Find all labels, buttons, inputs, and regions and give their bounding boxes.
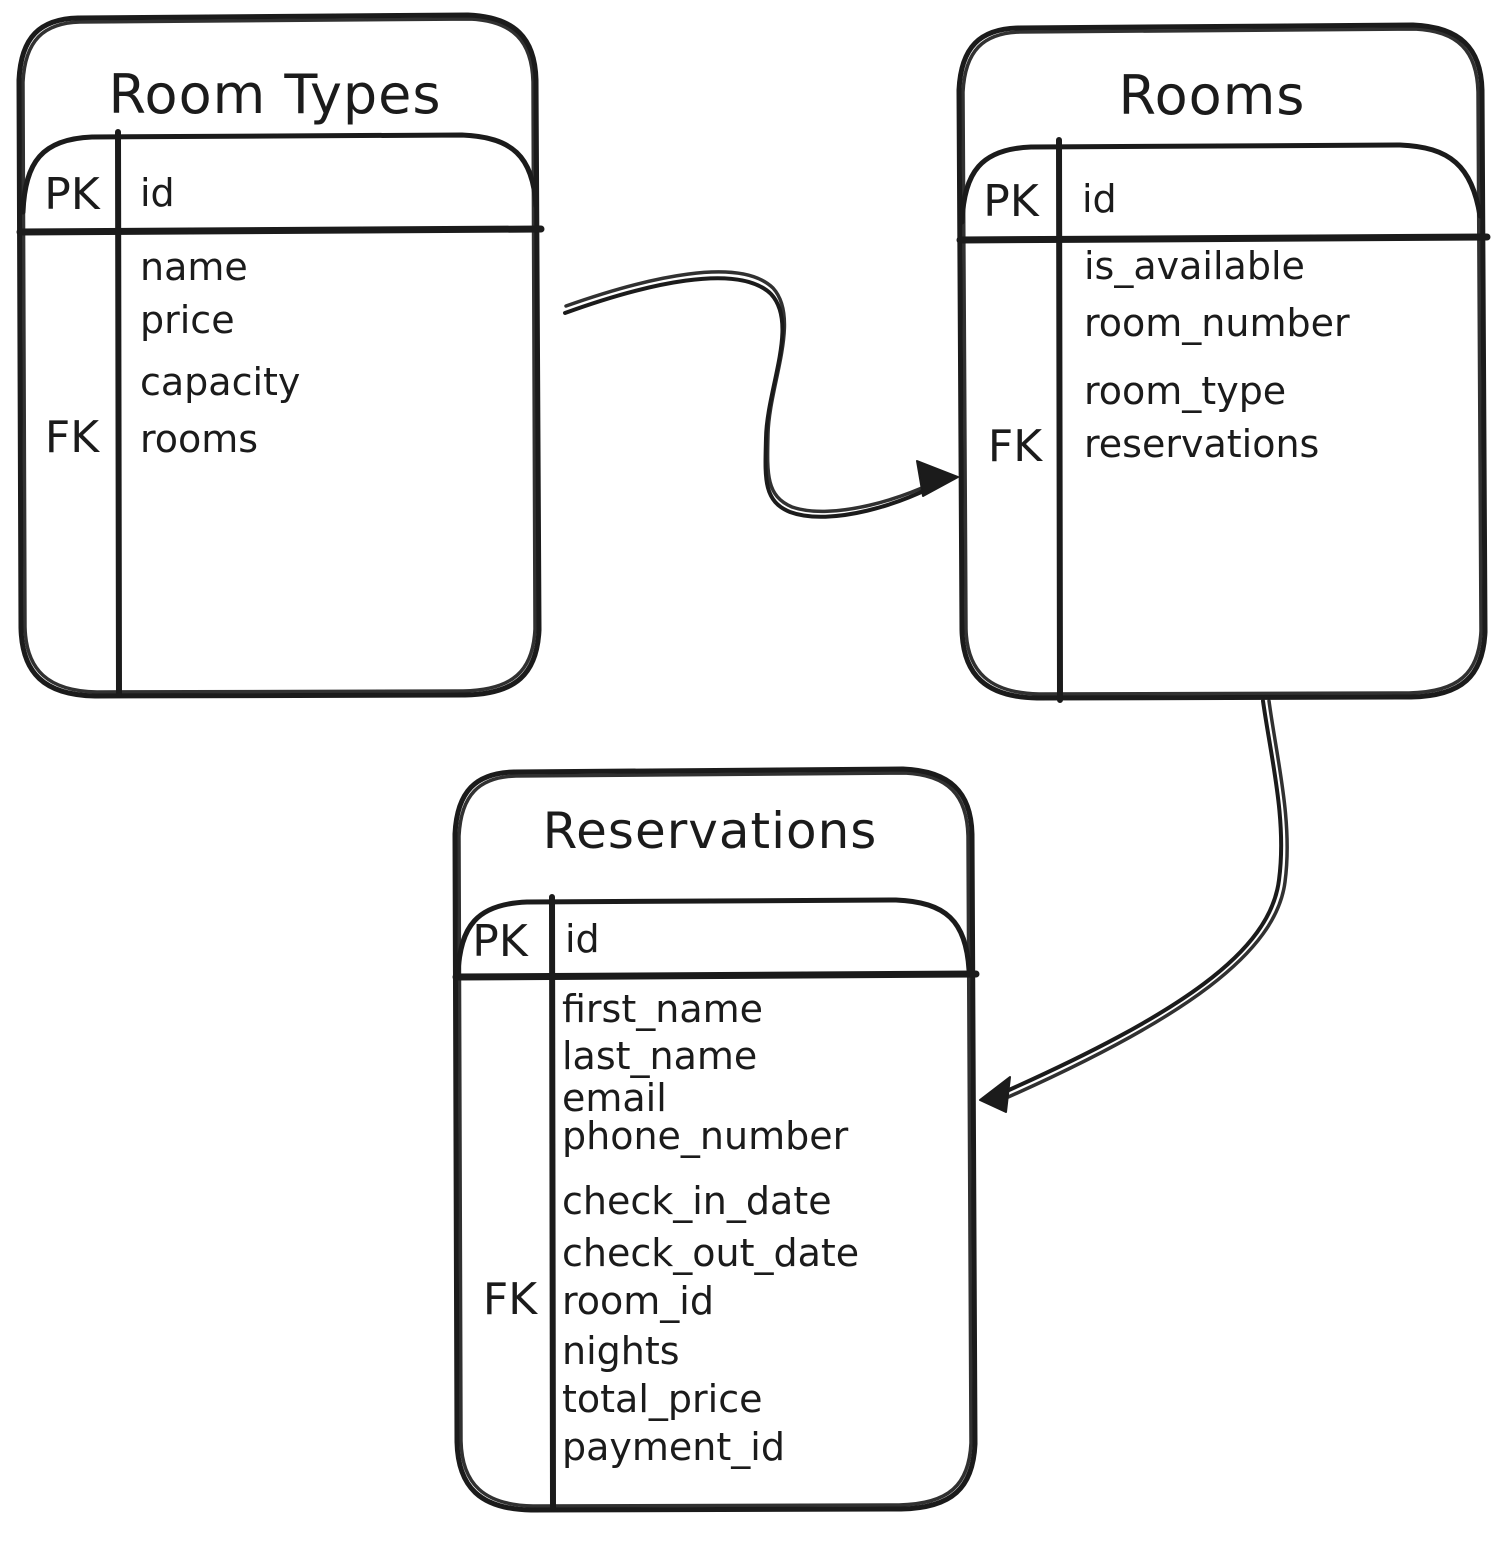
field-is-available: is_available <box>1084 244 1305 288</box>
field-room-number: room_number <box>1084 301 1350 345</box>
pk-label: PK <box>983 176 1040 227</box>
entity-title: Rooms <box>1119 64 1306 127</box>
entity-outline <box>956 22 1488 701</box>
field-room-type: room_type <box>1084 369 1286 413</box>
entity-title: Room Types <box>108 63 441 126</box>
header-divider <box>956 233 1491 244</box>
relationship-line <box>998 699 1284 1096</box>
entity-outline-sketch <box>21 17 537 694</box>
relationship-line-sketch <box>564 270 948 514</box>
header-divider <box>16 225 545 236</box>
field-payment-id: payment_id <box>562 1425 785 1469</box>
arrowhead-into-reservations <box>979 1076 1011 1113</box>
entity-outline-sketch <box>457 771 973 1508</box>
field-last-name: last_name <box>562 1034 757 1078</box>
entity-outline <box>452 766 978 1513</box>
pk-label: PK <box>44 169 101 220</box>
field-total-price: total_price <box>562 1377 762 1421</box>
fk-label: FK <box>988 421 1043 472</box>
entity-rooms: Rooms PK id is_available room_number roo… <box>956 22 1491 703</box>
entity-outline <box>16 12 542 699</box>
field-name: name <box>140 245 248 289</box>
field-email: email <box>562 1076 667 1120</box>
field-price: price <box>140 298 235 342</box>
field-check-out-date: check_out_date <box>562 1231 859 1275</box>
fk-label: FK <box>45 412 100 463</box>
field-check-in-date: check_in_date <box>562 1179 832 1223</box>
relationship-roomtypes-to-rooms <box>563 270 959 519</box>
entity-outline-sketch <box>961 27 1483 696</box>
header-outline <box>20 132 539 215</box>
key-column-divider <box>549 894 556 1511</box>
header-outline <box>959 142 1483 225</box>
field-phone-number: phone_number <box>562 1114 849 1158</box>
header-outline <box>455 897 972 977</box>
field-rooms: rooms <box>140 417 258 461</box>
pk-label: PK <box>472 916 529 967</box>
relationship-rooms-to-reservations <box>979 699 1289 1113</box>
entity-reservations: Reservations PK id first_name last_name … <box>452 766 980 1513</box>
key-column-divider <box>115 129 122 698</box>
key-column-divider <box>1056 137 1063 703</box>
entity-title: Reservations <box>543 802 878 860</box>
fk-label: FK <box>483 1274 538 1325</box>
field-first-name: first_name <box>562 987 763 1031</box>
header-divider <box>452 970 980 981</box>
field-room-id: room_id <box>562 1279 714 1323</box>
pk-field: id <box>1082 177 1117 221</box>
relationship-line-sketch <box>1004 699 1289 1100</box>
arrowhead-into-rooms <box>916 460 959 497</box>
field-nights: nights <box>562 1329 680 1373</box>
field-capacity: capacity <box>140 360 300 404</box>
pk-field: id <box>140 171 175 215</box>
field-reservations: reservations <box>1084 422 1319 466</box>
entity-room-types: Room Types PK id name price capacity roo… <box>16 12 545 699</box>
pk-field: id <box>565 917 600 961</box>
